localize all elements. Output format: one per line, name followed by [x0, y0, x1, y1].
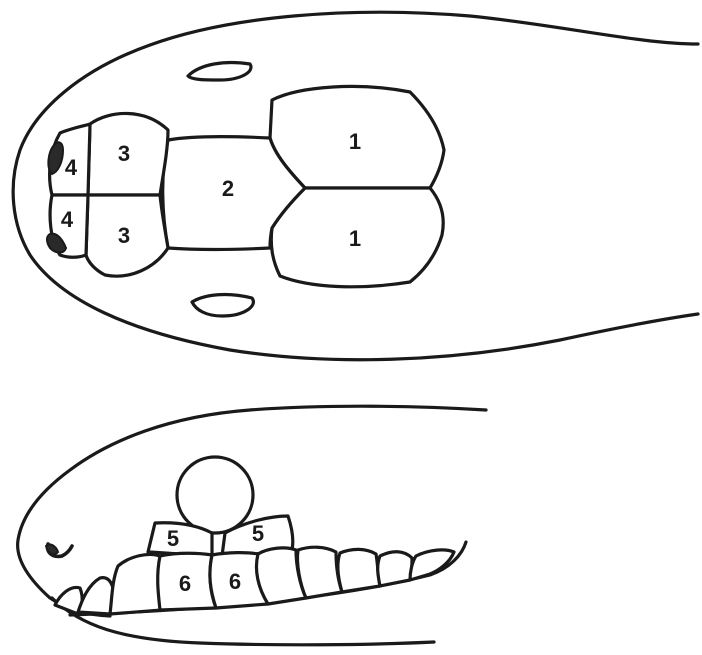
- label-prefrontal-lower: 3: [118, 223, 130, 248]
- preocular-scale: [148, 523, 212, 555]
- label-internasal-upper: 4: [65, 155, 78, 180]
- supralabial-scale-9: [378, 552, 412, 586]
- upper-eye-ridge: [188, 63, 251, 81]
- label-prefrontal-upper: 3: [118, 141, 130, 166]
- dorsal-view: 1 1 2 3 3 4 4: [13, 12, 698, 359]
- label-supralabial-a: 6: [179, 571, 191, 596]
- label-parietal-lower: 1: [349, 226, 361, 251]
- eye: [177, 457, 253, 533]
- lower-eye-ridge: [192, 295, 253, 316]
- supralabial-scale-2: [78, 578, 114, 614]
- supralabial-scale-7: [297, 547, 342, 598]
- label-internasal-lower: 4: [61, 207, 74, 232]
- supralabial-scale-8: [338, 549, 380, 592]
- label-postocular: 5: [252, 521, 264, 546]
- lateral-view: 5 5 6 6: [18, 406, 486, 645]
- supralabial-scale-3: [110, 554, 162, 614]
- label-preocular: 5: [167, 526, 179, 551]
- label-supralabial-b: 6: [229, 569, 241, 594]
- label-parietal-upper: 1: [349, 129, 361, 154]
- label-frontal: 2: [222, 176, 234, 201]
